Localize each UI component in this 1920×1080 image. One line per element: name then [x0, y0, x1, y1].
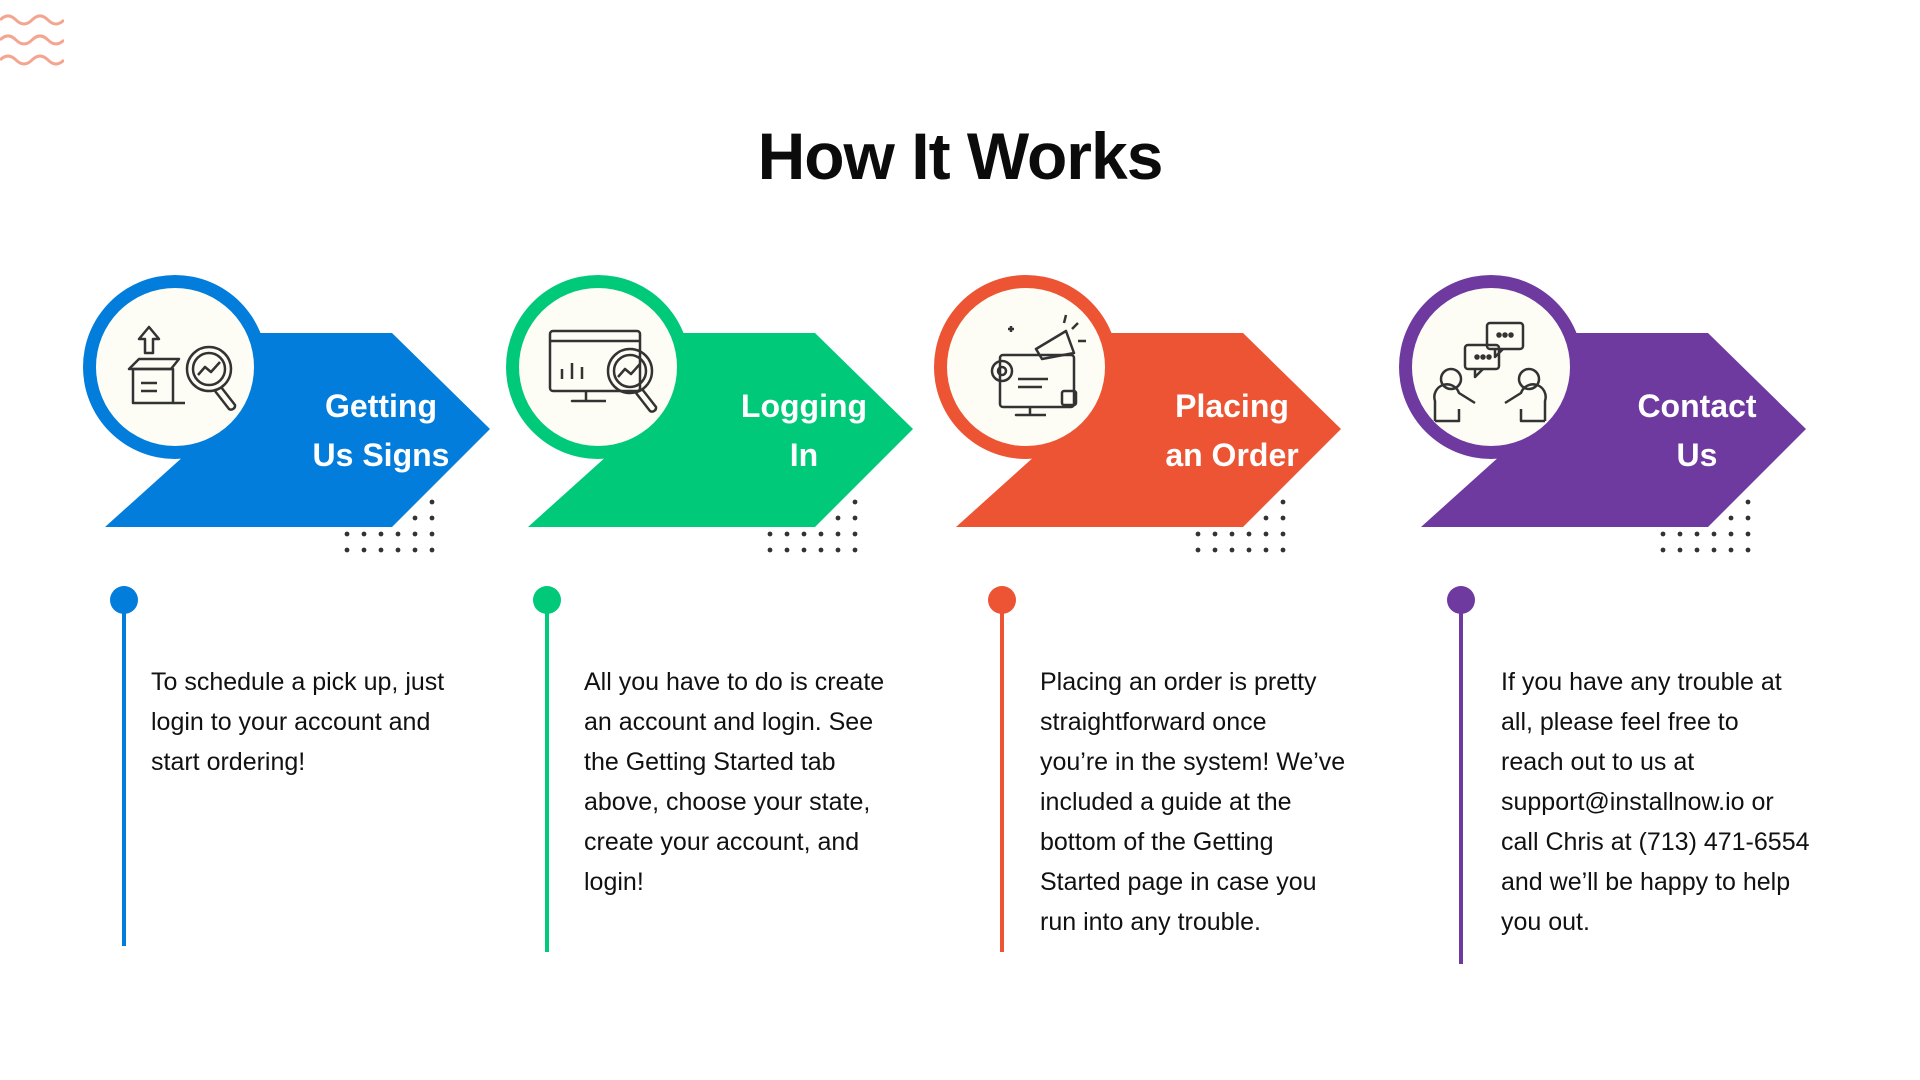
step-card-getting-us-signs: Getting Us Signs	[83, 267, 543, 567]
timeline-dot	[1447, 586, 1475, 614]
description-line: All you have to do is create	[584, 668, 885, 696]
description-line: all, please feel free to	[1501, 708, 1739, 736]
description-line: bottom of the Getting	[1040, 828, 1274, 856]
step-title-line: Us	[1676, 437, 1718, 473]
step-title-line: Getting	[325, 388, 437, 424]
step-shape	[506, 275, 913, 553]
step-title-line: Placing	[1175, 388, 1289, 424]
dot-pattern	[767, 499, 858, 553]
description-line: above, choose your state,	[584, 788, 871, 816]
step-description-2: All you have to do is create an account a…	[584, 662, 924, 902]
wave-decoration	[0, 14, 64, 66]
icon-background	[96, 288, 254, 446]
step-description-1: To schedule a pick up, just login to your…	[151, 662, 491, 782]
description-line: call Chris at (713) 471-6554	[1501, 828, 1810, 856]
step-title-line: Us Signs	[312, 437, 450, 473]
description-line: included a guide at the	[1040, 788, 1292, 816]
description-line: login!	[584, 868, 644, 896]
description-line: login to your account and	[151, 708, 431, 736]
description-line: straightforward once	[1040, 708, 1267, 736]
step-shape	[1399, 275, 1806, 553]
step-description-3: Placing an order is pretty straightforwar…	[1040, 662, 1380, 942]
step-title-line: an Order	[1165, 437, 1299, 473]
timeline-dot	[988, 586, 1016, 614]
timeline-line	[122, 606, 126, 946]
step-shape	[934, 275, 1341, 553]
description-line: If you have any trouble at	[1501, 668, 1782, 696]
description-line: Started page in case you	[1040, 868, 1317, 896]
description-line: reach out to us at	[1501, 748, 1695, 776]
dot-pattern	[1195, 499, 1286, 553]
timeline-line	[1000, 606, 1004, 952]
timeline-dot	[533, 586, 561, 614]
step-title-line: Logging	[740, 388, 868, 424]
description-line: create your account, and	[584, 828, 860, 856]
icon-background	[519, 288, 677, 446]
description-line: start ordering!	[151, 748, 306, 776]
description-line: Placing an order is pretty	[1040, 668, 1317, 696]
step-title-line: In	[789, 437, 819, 473]
people-chat-icon	[1415, 309, 1575, 429]
step-title: Placing an Order	[1112, 382, 1352, 480]
description-line: an account and login. See	[584, 708, 874, 736]
page-title: How It Works	[757, 119, 1164, 193]
description-line: you out.	[1501, 908, 1590, 936]
dot-pattern	[344, 499, 435, 553]
step-description-4: If you have any trouble at all, please fe…	[1501, 662, 1841, 942]
box-search-icon	[99, 309, 259, 429]
timeline-dot	[110, 586, 138, 614]
description-line: To schedule a pick up, just	[151, 668, 445, 696]
step-title-line: Contact	[1637, 388, 1757, 424]
description-line: support@installnow.io or	[1501, 788, 1774, 816]
description-line: run into any trouble.	[1040, 908, 1261, 936]
step-title: Getting Us Signs	[261, 382, 501, 480]
timeline-line	[1459, 606, 1463, 964]
timeline-line	[545, 606, 549, 952]
description-line: the Getting Started tab	[584, 748, 836, 776]
megaphone-monitor-icon	[950, 309, 1110, 429]
step-shape	[83, 275, 490, 553]
description-line: and we’ll be happy to help	[1501, 868, 1791, 896]
description-line: you’re in the system! We’ve	[1040, 748, 1346, 776]
dot-pattern	[1660, 499, 1751, 553]
icon-background	[1412, 288, 1570, 446]
step-card-placing-an-order: Placing an Order	[934, 267, 1394, 567]
monitor-analytics-icon	[522, 309, 682, 429]
